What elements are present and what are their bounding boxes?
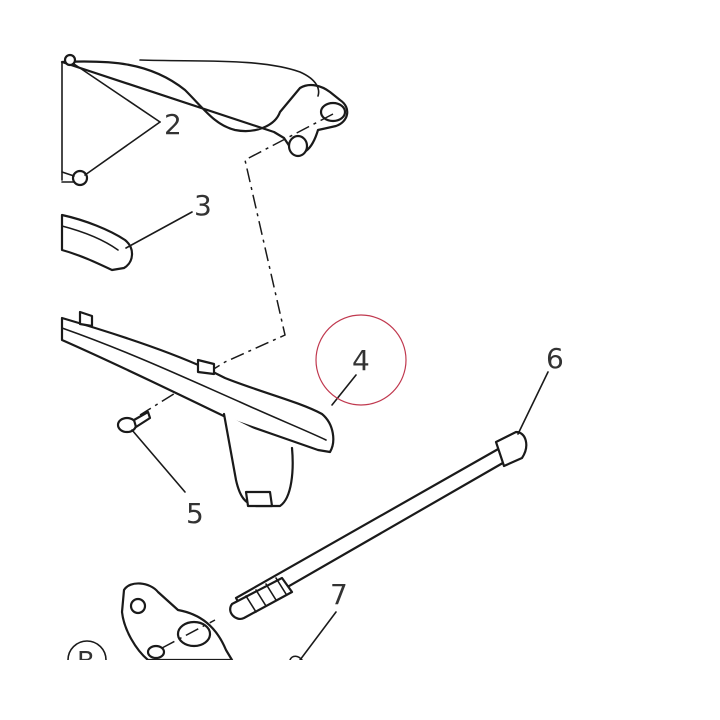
callout-3: 3 [194,189,212,222]
callout-6: 6 [546,342,564,375]
upper-cover-part [60,59,349,181]
lower-bracket-part-7 [120,582,337,662]
callout-5: 5 [186,497,204,530]
rail-bracket-part-4 [60,310,357,508]
highlight-circle [315,314,407,406]
callout-2: 2 [164,108,182,141]
trim-strip-part-3 [60,211,193,272]
bolt-part-6 [229,371,549,620]
fastener-part-2 [61,53,161,187]
callout-4: 4 [352,344,370,377]
alignment-dashed-line [139,113,334,416]
callout-7: 7 [330,578,348,611]
screw-part-5 [116,410,186,493]
